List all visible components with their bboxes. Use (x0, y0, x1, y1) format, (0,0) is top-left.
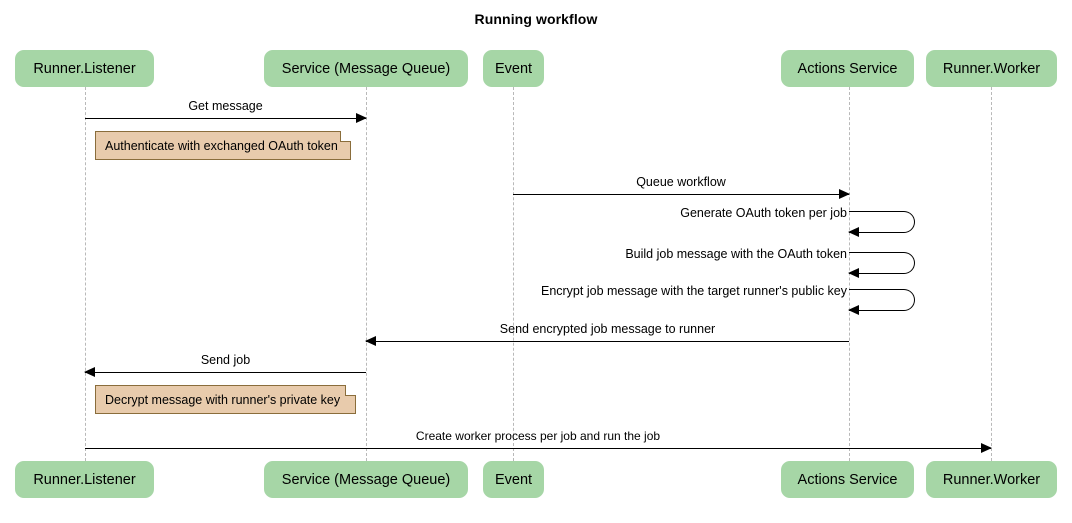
message-label: Queue workflow (636, 175, 726, 189)
message-label: Encrypt job message with the target runn… (540, 284, 847, 298)
lifeline-runner-worker (991, 87, 992, 461)
arrowhead-left-icon (84, 367, 95, 377)
arrowhead-right-icon (981, 443, 992, 453)
arrowhead-left-icon (848, 227, 859, 237)
lifeline-service-message-queue (366, 87, 367, 461)
note-decrypt: Decrypt message with runner's private ke… (95, 385, 356, 414)
lifeline-event (513, 87, 514, 461)
participant-runner-worker-top[interactable]: Runner.Worker (926, 50, 1057, 87)
message-line (85, 118, 366, 119)
participant-runner-worker-bottom[interactable]: Runner.Worker (926, 461, 1057, 498)
message-build-job-message-with-the-oauth-token[interactable]: Build job message with the OAuth token (625, 247, 915, 278)
message-label: Create worker process per job and run th… (415, 429, 661, 443)
self-loop-path (849, 252, 915, 274)
participant-runner-listener-top[interactable]: Runner.Listener (15, 50, 154, 87)
note-fold-corner-icon (345, 385, 356, 396)
arrowhead-left-icon (848, 268, 859, 278)
participant-event-top[interactable]: Event (483, 50, 544, 87)
note-fold-corner-icon (340, 131, 351, 142)
message-line (366, 341, 849, 342)
participant-service-message-queue-top[interactable]: Service (Message Queue) (264, 50, 468, 87)
arrowhead-left-icon (848, 305, 859, 315)
lifeline-runner-listener (85, 87, 86, 461)
participant-actions-service-bottom[interactable]: Actions Service (781, 461, 914, 498)
message-label: Get message (188, 99, 263, 113)
arrowhead-right-icon (839, 189, 850, 199)
note-text: Authenticate with exchanged OAuth token (105, 138, 338, 153)
note-text: Decrypt message with runner's private ke… (105, 392, 341, 407)
arrowhead-right-icon (356, 113, 367, 123)
message-label: Build job message with the OAuth token (625, 247, 847, 261)
message-line (85, 372, 366, 373)
message-line (85, 448, 991, 449)
message-label: Send encrypted job message to runner (499, 322, 716, 336)
participant-service-message-queue-bottom[interactable]: Service (Message Queue) (264, 461, 468, 498)
participant-actions-service-top[interactable]: Actions Service (781, 50, 914, 87)
message-label: Send job (200, 353, 251, 367)
message-line (513, 194, 849, 195)
note-authenticate: Authenticate with exchanged OAuth token (95, 131, 351, 160)
participant-event-bottom[interactable]: Event (483, 461, 544, 498)
self-loop-path (849, 289, 915, 311)
message-encrypt-job-message-with-the-target-runners-public-key[interactable]: Encrypt job message with the target runn… (541, 284, 915, 315)
arrowhead-left-icon (365, 336, 376, 346)
message-generate-oauth-token-per-job[interactable]: Generate OAuth token per job (680, 206, 915, 237)
page-title: Running workflow (474, 11, 598, 27)
self-loop-path (849, 211, 915, 233)
message-label: Generate OAuth token per job (680, 206, 847, 220)
participant-runner-listener-bottom[interactable]: Runner.Listener (15, 461, 154, 498)
